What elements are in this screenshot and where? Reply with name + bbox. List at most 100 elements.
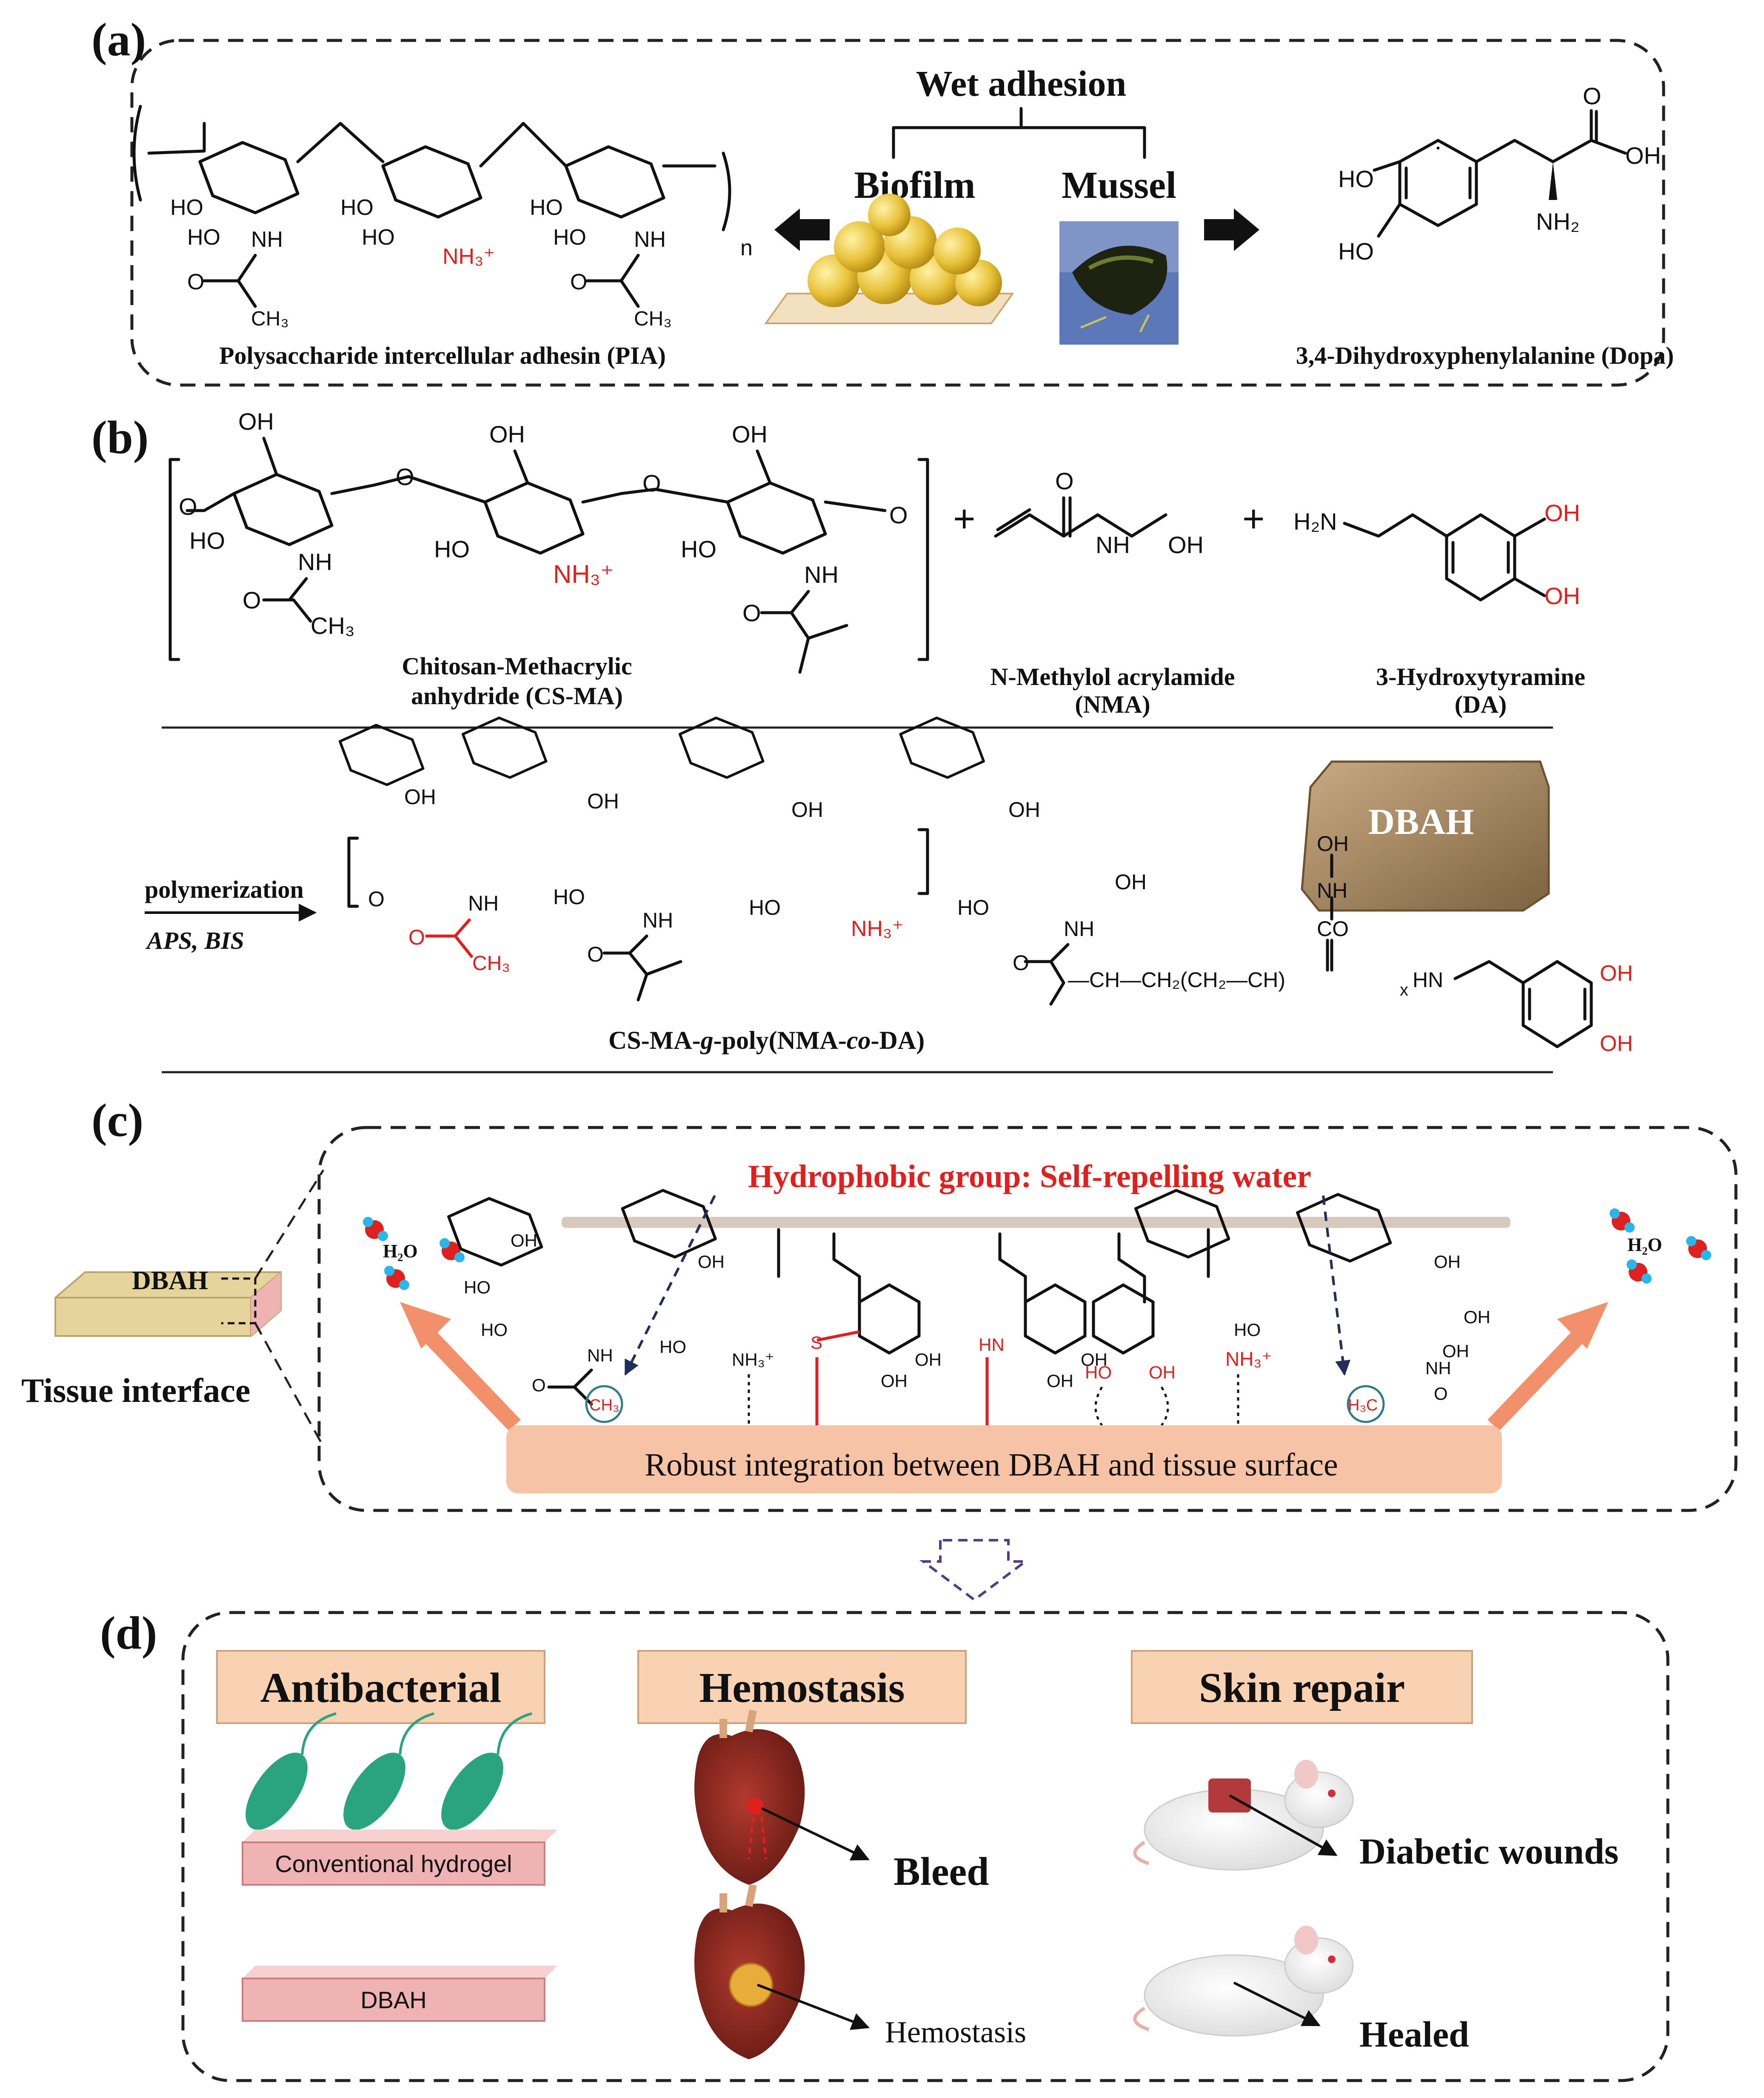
csma-oh-2: OH xyxy=(489,421,525,448)
prod-o-2: O xyxy=(587,942,604,966)
csma-ho-2: HO xyxy=(434,536,470,562)
pia-repeat-n: n xyxy=(740,236,753,260)
c-ho-1: HO xyxy=(464,1277,491,1297)
c-oh-cat2a: OH xyxy=(1047,1371,1073,1391)
dopa-caption: 3,4-Dihydroxyphenylalanine (Dopa) xyxy=(1296,342,1674,369)
pia-ch3-2: CH₃ xyxy=(634,308,672,330)
water-molecules-left: H₂O xyxy=(363,1217,465,1290)
water-molecules-right: H₂O xyxy=(1610,1208,1711,1284)
biofilm-illustration xyxy=(764,194,1014,324)
arrow-to-dopa xyxy=(1204,208,1259,251)
zoom-line-bottom xyxy=(254,1322,325,1447)
conventional-hydrogel-slab: Conventional hydrogel xyxy=(242,1830,557,1886)
prod-o-1: O xyxy=(368,887,385,911)
c-oh-cat2b: OH xyxy=(1081,1350,1107,1370)
reagents-label: APS, BIS xyxy=(146,927,244,954)
nma-caption-line1: N-Methylol acrylamide xyxy=(990,663,1235,691)
pia-ho-2: HO xyxy=(187,225,220,250)
csma-o-6: O xyxy=(742,599,761,626)
water-label-right: H₂O xyxy=(1627,1234,1662,1255)
panel-a-tag: (a) xyxy=(91,14,146,66)
prod-o-red: O xyxy=(408,925,425,949)
prod-hn: HN xyxy=(1413,968,1443,992)
dbah-slab: DBAH xyxy=(242,1966,557,2022)
pia-nh3: NH₃⁺ xyxy=(442,244,495,269)
nma-oh: OH xyxy=(1168,531,1204,558)
c-nh-1: NH xyxy=(587,1345,613,1365)
dopa-oh: OH xyxy=(1625,142,1661,169)
hydrogel-top-bar xyxy=(562,1217,1510,1228)
mussel-label: Mussel xyxy=(1062,164,1176,206)
prod-ho-3: HO xyxy=(957,896,989,919)
csma-nh-1: NH xyxy=(298,548,332,575)
prod-nh-2: NH xyxy=(642,908,673,932)
prod-o-3: O xyxy=(1013,951,1029,975)
panel-b-tag: (b) xyxy=(91,411,148,463)
dbah-block-label: DBAH xyxy=(1368,801,1474,842)
prod-nh-1: NH xyxy=(468,891,499,915)
plus-1: + xyxy=(953,498,976,540)
pia-nh-1: NH xyxy=(251,227,283,252)
c-ho-4: HO xyxy=(1234,1320,1261,1340)
pia-caption: Polysaccharide intercellular adhesin (PI… xyxy=(219,342,666,369)
wet-adhesion-bracket xyxy=(892,107,1146,159)
skin-repair-title: Skin repair xyxy=(1199,1664,1405,1711)
csma-ho-3: HO xyxy=(681,536,716,562)
csma-oh-1: OH xyxy=(238,408,274,435)
pia-nh-2: NH xyxy=(634,227,666,252)
tissue-surface-bar xyxy=(506,1425,1502,1493)
hydrophobic-pointer-left xyxy=(624,1195,716,1376)
c-hn-label: HN xyxy=(979,1335,1005,1355)
repel-arrow-left-head xyxy=(400,1302,451,1349)
pia-ho-6: HO xyxy=(553,225,586,250)
hydrophobic-pointer-right xyxy=(1322,1195,1351,1376)
c-oh-5: OH xyxy=(1442,1341,1469,1361)
biofilm-label: Biofilm xyxy=(854,164,976,206)
healed-label: Healed xyxy=(1359,2014,1469,2055)
hemostasis-box xyxy=(637,1650,967,1724)
hemostasis-title: Hemostasis xyxy=(699,1664,905,1711)
da-structure: H₂N OH OH xyxy=(1293,500,1580,609)
panel-a-frame xyxy=(130,39,1665,387)
prod-nh-4: NH xyxy=(1317,879,1347,902)
csma-oh-3: OH xyxy=(732,421,768,448)
dopa-structure: HO HO O OH NH₂ xyxy=(1338,83,1661,265)
bleed-pointer xyxy=(761,1807,870,1861)
nma-caption-line2: (NMA) xyxy=(1075,691,1150,718)
dopa-ho-2: HO xyxy=(1338,238,1374,265)
c-oh-cat1a: OH xyxy=(881,1371,908,1391)
hemostasis-pointer xyxy=(756,1984,870,2030)
bleeding-heart xyxy=(694,1710,805,1885)
csma-o-1: O xyxy=(179,493,197,520)
nma-structure: O NH OH xyxy=(994,468,1204,558)
arrow-to-pia xyxy=(774,208,830,251)
polymerization-label: polymerization xyxy=(145,876,304,903)
csma-o-4: O xyxy=(642,470,661,497)
da-caption-line1: 3-Hydroxytyramine xyxy=(1376,663,1585,691)
c-s-label: S xyxy=(811,1333,822,1353)
c-ch3: CH₃ xyxy=(589,1396,619,1414)
dbah-hydrogel-block: DBAH xyxy=(1301,760,1550,912)
prod-chain-x: x xyxy=(1400,981,1408,999)
repel-arrow-right-shaft xyxy=(1487,1326,1589,1431)
plus-2: + xyxy=(1242,498,1265,540)
transition-arrow xyxy=(919,1539,1029,1601)
c-o-2: O xyxy=(1434,1384,1448,1404)
prod-oh-4: OH xyxy=(1008,798,1040,822)
prod-oh-3: OH xyxy=(791,798,823,822)
repel-arrow-right-head xyxy=(1557,1302,1608,1349)
product-structure: OH OH OH OH OH O HO HO HO NH O CH₃ NH O … xyxy=(340,718,1633,1056)
wet-adhesion-title: Wet adhesion xyxy=(916,63,1127,104)
tissue-block: DBAH xyxy=(54,1266,282,1337)
csma-o-2: O xyxy=(889,502,908,528)
c-nh-2: NH xyxy=(1425,1358,1451,1378)
c-ho-cat3: HO xyxy=(1085,1362,1112,1382)
c-o-1: O xyxy=(532,1375,546,1395)
pia-o-1: O xyxy=(187,270,204,294)
csma-o-5: O xyxy=(243,587,261,614)
prod-nh3: NH₃⁺ xyxy=(851,916,904,941)
pia-ho-5: HO xyxy=(530,195,563,220)
tissue-dbah-label: DBAH xyxy=(132,1266,208,1295)
da-oh-1: OH xyxy=(1544,500,1580,526)
